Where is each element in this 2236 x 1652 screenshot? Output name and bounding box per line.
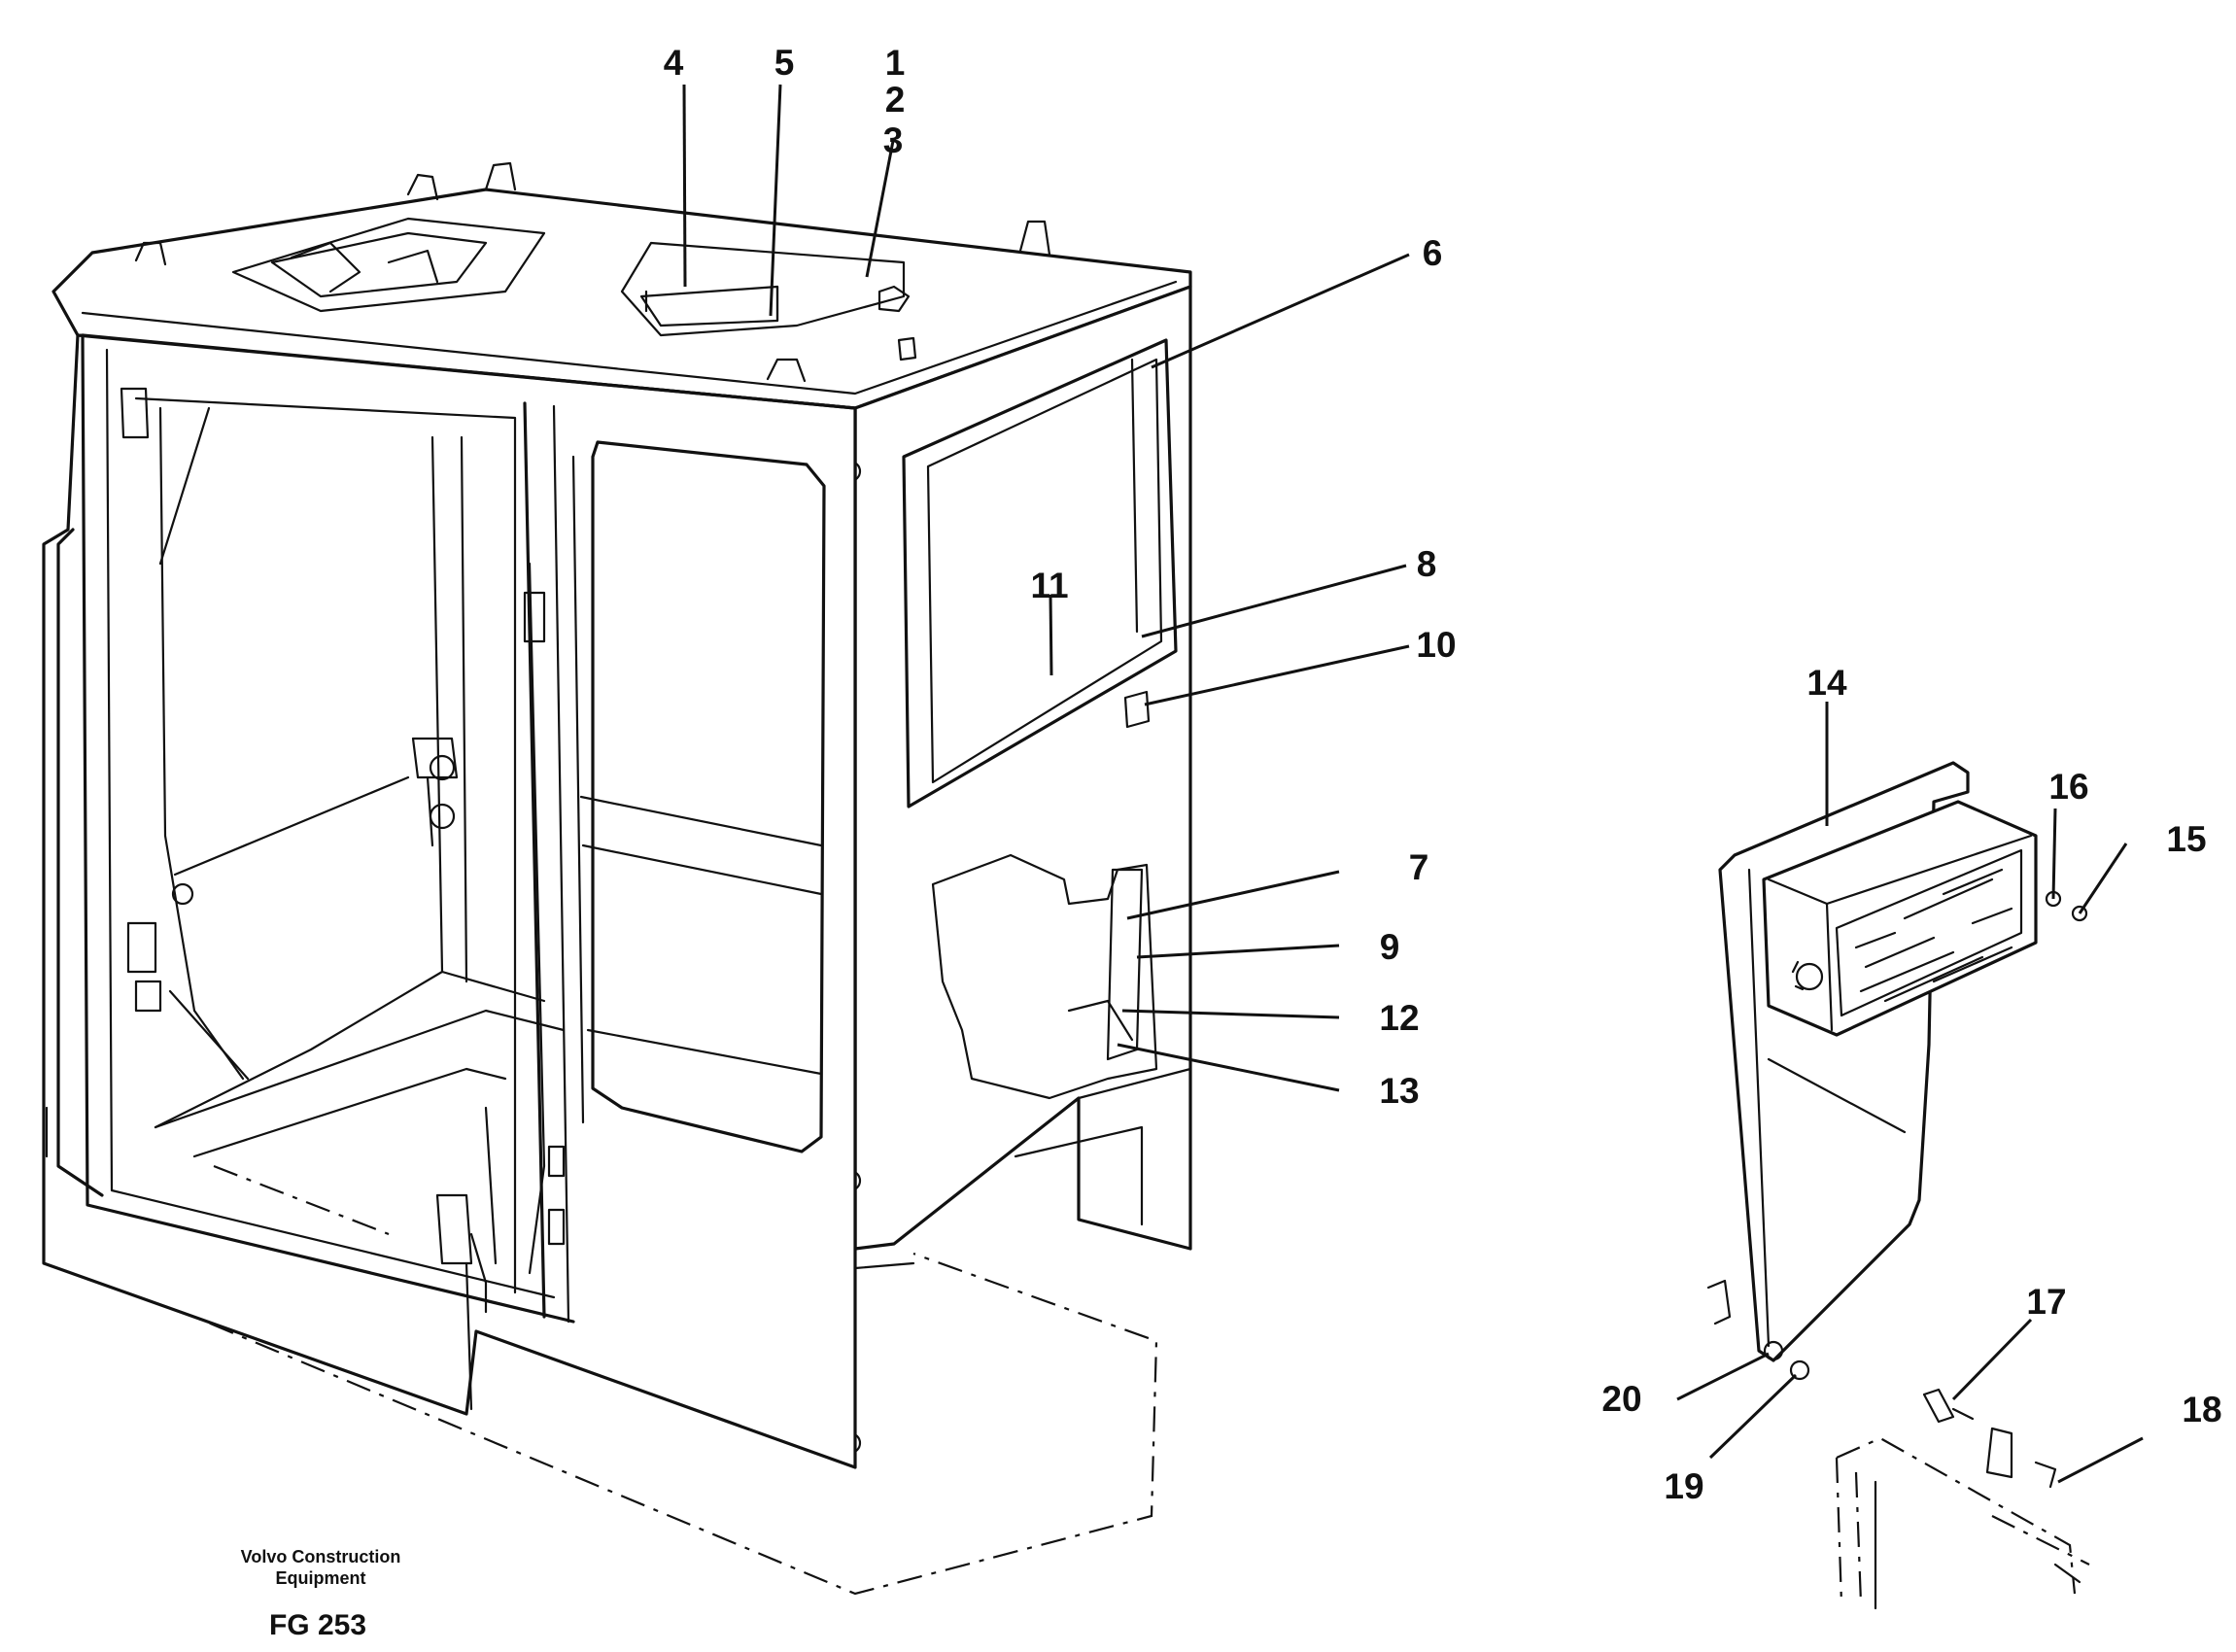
callout-18: 18 (2182, 1390, 2221, 1429)
callout-3: 3 (883, 120, 904, 160)
cab-side-wall (814, 285, 1192, 1455)
callout-14: 14 (1806, 663, 1847, 703)
callout-5: 5 (774, 43, 795, 83)
callout-1: 1 (885, 43, 906, 83)
leader-lines (682, 84, 2144, 1484)
mounting-rail (1835, 1427, 2090, 1610)
figure-caption: Volvo Construction Equipment FG 253 (241, 1547, 401, 1641)
callout-13: 13 (1379, 1071, 1419, 1111)
cab-front-frame (42, 333, 857, 1469)
cab-assembly (42, 161, 1192, 1596)
callout-4: 4 (664, 43, 684, 83)
callout-16: 16 (2048, 767, 2088, 807)
callout-12: 12 (1379, 998, 1419, 1038)
callout-labels: 1 2 3 4 5 6 7 8 9 10 11 12 13 14 15 16 1… (664, 43, 2222, 1506)
lamp-detail (1706, 761, 2090, 1610)
callout-8: 8 (1417, 544, 1437, 584)
callout-17: 17 (2026, 1282, 2066, 1322)
callout-15: 15 (2166, 819, 2206, 859)
callout-11: 11 (1030, 566, 1068, 605)
callout-19: 19 (1664, 1466, 1703, 1506)
lamp-lens-texture (1854, 868, 2013, 1003)
company-name-line2: Equipment (276, 1568, 366, 1588)
callout-9: 9 (1380, 927, 1400, 967)
callout-10: 10 (1416, 625, 1456, 665)
callout-7: 7 (1409, 847, 1429, 887)
callout-20: 20 (1601, 1379, 1641, 1419)
company-name-line1: Volvo Construction (241, 1547, 401, 1566)
callout-6: 6 (1423, 233, 1443, 273)
figure-code: FG 253 (269, 1609, 366, 1641)
callout-2: 2 (885, 80, 906, 120)
